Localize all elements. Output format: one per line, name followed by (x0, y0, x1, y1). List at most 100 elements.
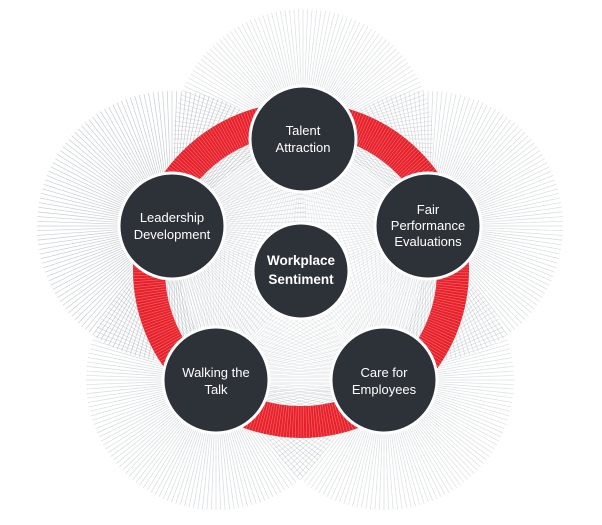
ring-hatch-line (331, 402, 340, 434)
ring-hatch-line (149, 329, 179, 344)
ring-hatch-line (370, 125, 388, 154)
ring-hatch-line (216, 124, 234, 153)
ring-hatch-line (186, 146, 209, 171)
ring-hatch-line (206, 130, 226, 158)
ring-hatch-line (224, 120, 240, 149)
ring-hatch-line (190, 143, 213, 168)
ring-hatch-line (358, 117, 373, 147)
ring-hatch-line (321, 404, 328, 436)
node-fair-performance-evaluations-circle (373, 171, 483, 281)
ring-hatch-line (434, 293, 467, 300)
node-fair-performance-evaluations-label-line-1: Fair (417, 202, 440, 217)
ring-hatch-line (297, 405, 299, 438)
ring-hatch-line (429, 313, 460, 325)
node-talent-attraction: Talent Attraction (248, 84, 358, 194)
node-talent-attraction-label-line-1: Talent (286, 123, 321, 138)
node-care-for-employees-label-line-2: Employees (352, 382, 417, 397)
ring-hatch-line (146, 322, 176, 336)
ring-hatch-line (291, 405, 295, 438)
ring-hatch-line (378, 132, 398, 159)
ring-hatch-line (135, 293, 168, 300)
ring-hatch-line (134, 286, 167, 291)
ring-hatch-line (137, 302, 170, 311)
ring-hatch-line (428, 316, 459, 328)
ring-hatch-line (133, 283, 166, 288)
center-node-label-line-2: Sentiment (268, 272, 334, 287)
ring-hatch-line (362, 120, 378, 149)
ring-hatch-line (435, 286, 468, 291)
ring-hatch-line (426, 322, 456, 336)
ring-hatch-line (420, 333, 450, 350)
ring-hatch-line (310, 405, 314, 438)
ring-hatch-line (431, 307, 463, 317)
ring-hatch-line (328, 402, 337, 435)
ring-hatch-line (211, 127, 230, 155)
ring-hatch-line (382, 135, 403, 162)
ring-hatch-line (435, 290, 467, 297)
ring-hatch-line (427, 318, 458, 331)
ring-hatch-line (389, 143, 412, 168)
ring-hatch-line (384, 137, 405, 164)
ring-hatch-line (401, 157, 427, 180)
ring-hatch-line (136, 297, 169, 306)
ring-hatch-line (280, 404, 285, 437)
center-node-label-line-1: Workplace (267, 253, 336, 268)
node-walking-the-talk-label-line-1: Walking the (182, 365, 249, 380)
ring-hatch-line (237, 114, 251, 145)
ring-hatch-line (179, 153, 204, 176)
ring-hatch-line (324, 403, 331, 436)
ring-hatch-line (148, 327, 178, 342)
node-leadership-development-label-line-2: Development (134, 227, 211, 242)
node-care-for-employees-label-line-1: Care for (361, 365, 409, 380)
ring-hatch-line (135, 290, 167, 297)
ring-hatch-line (305, 405, 308, 438)
ring-hatch-line (145, 320, 176, 334)
ring-hatch-line (356, 116, 370, 146)
ring-hatch-line (425, 325, 455, 339)
ring-hatch-line (133, 279, 166, 283)
ring-hatch-line (433, 300, 465, 309)
ring-hatch-line (195, 139, 216, 165)
ring-hatch-line (192, 141, 214, 167)
ring-hatch-line (312, 405, 316, 438)
ring-hatch-line (374, 128, 393, 157)
ring-hatch-line (137, 300, 169, 309)
ring-hatch-line (199, 135, 220, 162)
ring-hatch-line (268, 403, 276, 435)
ring-hatch-line (368, 124, 386, 153)
node-fair-performance-evaluations-label-line-3: Evaluations (394, 234, 462, 249)
ring-hatch-line (141, 311, 172, 323)
ring-hatch-line (219, 122, 236, 152)
ring-hatch-line (143, 316, 174, 328)
ring-hatch-line (262, 402, 271, 434)
ring-hatch-line (184, 148, 207, 173)
ring-hatch-line (432, 304, 464, 314)
ring-hatch-line (376, 130, 396, 158)
ring-hatch-line (265, 402, 274, 435)
ring-hatch-line (144, 318, 175, 331)
node-talent-attraction-label-line-2: Attraction (276, 140, 331, 155)
center-node: Workplace Sentiment (251, 221, 351, 321)
ring-hatch-line (433, 297, 466, 306)
ring-hatch-line (430, 311, 461, 323)
ring-hatch-line (388, 141, 410, 167)
ring-hatch-line (286, 405, 290, 438)
ring-hatch-line (380, 133, 400, 161)
ring-hatch-line (277, 404, 283, 437)
ring-hatch-line (333, 401, 342, 434)
ring-hatch-line (288, 405, 292, 438)
ring-hatch-line (175, 157, 201, 180)
node-walking-the-talk-label-line-2: Talk (204, 382, 228, 397)
ring-hatch-line (319, 404, 325, 437)
ring-hatch-line (140, 309, 172, 320)
ring-hatch-line (283, 405, 288, 438)
ring-hatch-line (232, 116, 246, 146)
ring-hatch-line (153, 335, 183, 352)
ring-hatch-line (395, 148, 418, 173)
ring-hatch-line (274, 404, 281, 436)
ring-hatch-line (307, 405, 311, 438)
ring-hatch-line (303, 405, 305, 438)
ring-hatch-line (434, 295, 466, 303)
